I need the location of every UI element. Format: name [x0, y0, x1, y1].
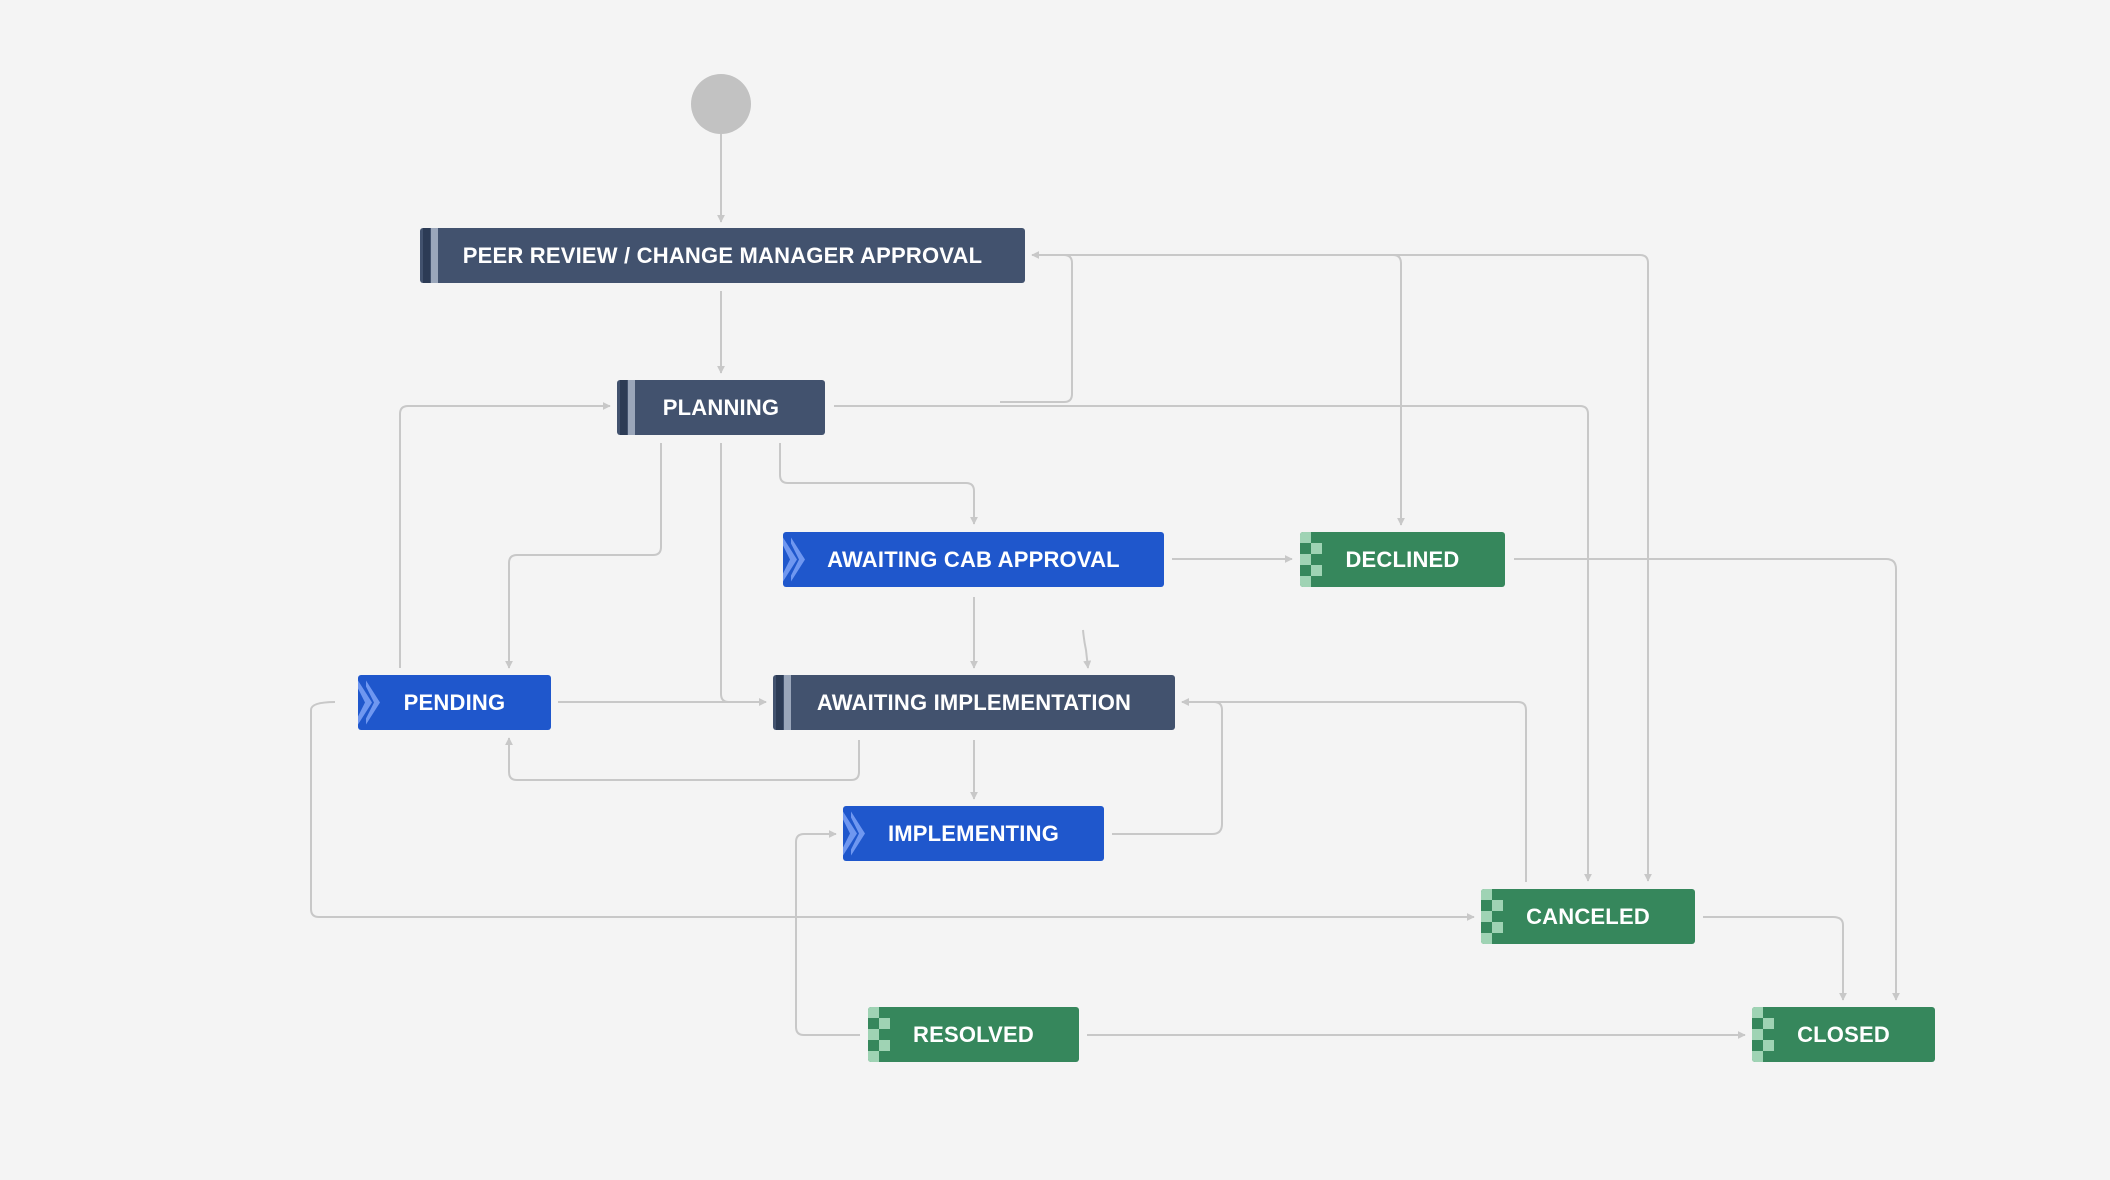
state-declined[interactable]: DECLINED	[1300, 532, 1505, 587]
state-awaiting-implementation[interactable]: AWAITING IMPLEMENTATION	[773, 675, 1175, 730]
transition-pending-to-planning	[399, 402, 611, 668]
todo-bars-icon	[776, 675, 791, 730]
transition-canceled-to-closed	[1703, 916, 1847, 1001]
state-label: IMPLEMENTING	[887, 820, 1060, 846]
checker-done-icon	[1481, 889, 1503, 944]
state-canceled[interactable]: CANCELED	[1481, 889, 1695, 944]
transition-pending-to-canceled	[310, 701, 1475, 921]
todo-bars-icon	[423, 228, 438, 283]
transition-planning-to-awaiting_cab	[779, 443, 978, 525]
chevron-progress-icon	[783, 537, 805, 582]
state-label: AWAITING CAB APPROVAL	[827, 546, 1120, 572]
checker-done-icon	[1752, 1007, 1774, 1062]
start-node	[691, 74, 751, 134]
transition-planning-to-pending	[505, 443, 662, 669]
state-label: AWAITING IMPLEMENTATION	[816, 689, 1132, 715]
checker-done-icon	[1300, 532, 1322, 587]
transition-any-to-declined	[1032, 254, 1405, 526]
state-peer-review[interactable]: PEER REVIEW / CHANGE MANAGER APPROVAL	[420, 228, 1025, 283]
todo-bars-icon	[620, 380, 635, 435]
transition-resolved-to-implementing	[795, 830, 860, 1036]
state-awaiting-cab-approval[interactable]: AWAITING CAB APPROVAL	[783, 532, 1164, 587]
state-label: CLOSED	[1797, 1021, 1890, 1047]
state-label: DECLINED	[1345, 546, 1460, 572]
transition-any-to-canceled	[1222, 254, 1652, 882]
transition-planning-to-awaiting_impl	[720, 443, 767, 706]
state-label: CANCELED	[1526, 903, 1650, 929]
state-pending[interactable]: PENDING	[358, 675, 551, 730]
transition-awaiting_impl-to-implementing	[1082, 629, 1092, 669]
transition-implementing-to-resolved	[505, 737, 860, 781]
state-closed[interactable]: CLOSED	[1752, 1007, 1935, 1062]
state-implementing[interactable]: IMPLEMENTING	[843, 806, 1104, 861]
state-label: RESOLVED	[913, 1021, 1034, 1047]
state-label: PENDING	[403, 689, 506, 715]
state-label: PLANNING	[662, 394, 780, 420]
state-resolved[interactable]: RESOLVED	[868, 1007, 1079, 1062]
transition-planning-to-canceled	[834, 405, 1592, 882]
checker-done-icon	[868, 1007, 890, 1062]
chevron-progress-icon	[843, 811, 865, 856]
state-label: PEER REVIEW / CHANGE MANAGER APPROVAL	[462, 242, 983, 268]
transition-canceled-to-awaiting_impl	[1181, 698, 1527, 882]
chevron-progress-icon	[358, 680, 380, 725]
transition-declined-to-closed	[1514, 558, 1900, 1001]
state-planning[interactable]: PLANNING	[617, 380, 825, 435]
